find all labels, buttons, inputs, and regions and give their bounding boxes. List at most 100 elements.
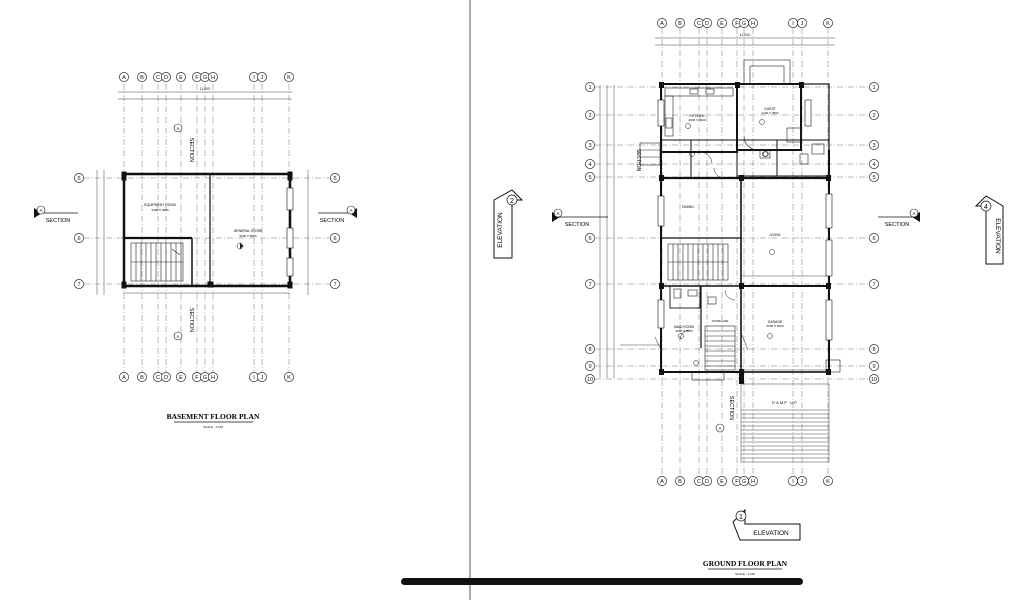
- svg-text:I: I: [792, 21, 794, 27]
- grid-bubble-row-4: 4: [585, 159, 595, 169]
- basement-plan-scale: SCALE : 1:100: [203, 425, 223, 429]
- svg-text:10: 10: [871, 377, 877, 383]
- svg-text:G: G: [203, 375, 207, 381]
- svg-text:E: E: [720, 21, 724, 27]
- ground-windows: [657, 99, 833, 341]
- svg-text:H: H: [751, 21, 755, 27]
- svg-text:6: 6: [333, 236, 336, 242]
- grid-bubble-row-10: 10: [585, 374, 595, 384]
- svg-text:SECTION: SECTION: [635, 149, 641, 172]
- svg-text:K: K: [287, 375, 291, 381]
- grid-bubble-col-I: I: [249, 372, 259, 382]
- grid-bubble-col-H: H: [208, 372, 218, 382]
- basement-level-mark: [236, 242, 244, 250]
- svg-text:SECTION: SECTION: [188, 308, 194, 332]
- grid-bubble-row-6: 6: [330, 233, 340, 243]
- svg-text:J: J: [801, 479, 804, 485]
- ground-section-left: A SECTION: [552, 208, 608, 228]
- ground-dimension-lines: [599, 37, 835, 378]
- svg-text:K: K: [287, 75, 291, 81]
- svg-text:A: A: [660, 21, 664, 27]
- svg-text:F: F: [195, 375, 199, 381]
- svg-text:4: 4: [872, 162, 875, 168]
- svg-text:H: H: [751, 479, 755, 485]
- svg-text:5: 5: [77, 176, 80, 182]
- grid-bubble-col-D: D: [161, 72, 171, 82]
- svg-text:7: 7: [872, 282, 875, 288]
- svg-text:C: C: [697, 21, 701, 27]
- elevation-marker-1: 1 ELEVATION: [732, 508, 801, 541]
- grid-bubble-col-D: D: [161, 372, 171, 382]
- svg-text:2: 2: [872, 113, 875, 119]
- grid-bubble-row-2: 2: [869, 110, 879, 120]
- room-guest: GUEST: [764, 107, 776, 111]
- ground-level-marks: [678, 119, 775, 366]
- svg-text:SECTION: SECTION: [728, 396, 734, 420]
- svg-text:1: 1: [588, 85, 591, 91]
- grid-bubble-row-6: 6: [74, 233, 84, 243]
- svg-text:F: F: [735, 21, 739, 27]
- basement-room-equipment-dims: 5400 X 3080: [151, 208, 168, 212]
- grid-bubble-row-5: 5: [74, 173, 84, 183]
- grid-bubble-col-K: K: [284, 72, 294, 82]
- grid-bubble-col-I: I: [788, 476, 798, 486]
- svg-text:ELEVATION: ELEVATION: [994, 218, 1001, 254]
- ground-pillars: [659, 82, 831, 384]
- svg-text:2: 2: [588, 113, 591, 119]
- grid-bubble-col-A: A: [119, 372, 129, 382]
- svg-text:D: D: [164, 75, 168, 81]
- basement-overall-dimension: 11000: [200, 86, 212, 91]
- svg-text:H: H: [211, 375, 215, 381]
- grid-bubble-col-E: E: [717, 18, 727, 28]
- ground-section-bottom: SECTION A: [715, 396, 734, 433]
- grid-bubble-row-9: 9: [585, 361, 595, 371]
- svg-text:K: K: [826, 21, 830, 27]
- svg-text:5: 5: [872, 175, 875, 181]
- grid-bubble-col-A: A: [657, 18, 667, 28]
- grid-bubble-row-7: 7: [585, 279, 595, 289]
- basement-plan-title: BASEMENT FLOOR PLAN: [167, 412, 260, 421]
- basement-walls: [121, 171, 293, 289]
- grid-bubble-col-J: J: [257, 72, 267, 82]
- svg-text:A: A: [349, 208, 352, 213]
- grid-bubble-row-2: 2: [585, 110, 595, 120]
- basement-room-store-dims: 5500 X 5000: [239, 234, 256, 238]
- svg-text:1: 1: [739, 514, 743, 521]
- grid-bubble-row-6: 6: [585, 233, 595, 243]
- svg-text:A: A: [39, 208, 42, 213]
- svg-text:9: 9: [588, 364, 591, 370]
- room-garage: GARAGE: [768, 320, 783, 324]
- svg-text:A: A: [176, 126, 179, 131]
- ground-plan-scale: SCALE : 1:100: [735, 572, 755, 576]
- svg-text:7: 7: [588, 282, 591, 288]
- grid-bubble-row-10: 10: [869, 374, 879, 384]
- svg-text:8: 8: [872, 347, 875, 353]
- svg-text:E: E: [179, 75, 183, 81]
- svg-text:I: I: [253, 375, 255, 381]
- grid-bubble-col-H: H: [748, 18, 758, 28]
- svg-text:6: 6: [77, 236, 80, 242]
- svg-text:8: 8: [588, 347, 591, 353]
- svg-text:6: 6: [588, 236, 591, 242]
- grid-bubble-col-J: J: [797, 476, 807, 486]
- room-staircase: STAIRCASE: [712, 319, 729, 323]
- viewer-scrollbar[interactable]: [401, 578, 803, 585]
- svg-text:J: J: [261, 75, 264, 81]
- elevation-marker-4: 4 ELEVATION: [974, 195, 1004, 265]
- ground-overall-dimension: 11000: [740, 32, 752, 37]
- garage-ramp: [740, 383, 830, 463]
- svg-text:A: A: [912, 211, 915, 216]
- guest-room-details: [743, 59, 802, 151]
- grid-bubble-row-3: 3: [869, 140, 879, 150]
- ground-plan-title: GROUND FLOOR PLAN: [703, 559, 788, 568]
- svg-text:A: A: [122, 375, 126, 381]
- grid-bubble-row-8: 8: [869, 344, 879, 354]
- svg-text:A: A: [176, 334, 179, 339]
- grid-bubble-col-D: D: [702, 18, 712, 28]
- ground-section-top: SECTION: [635, 149, 641, 172]
- basement-stair: [130, 242, 184, 282]
- ramp-label: RAMP UP: [772, 401, 798, 405]
- ground-doors: [654, 151, 749, 351]
- basement-windows: [286, 187, 294, 277]
